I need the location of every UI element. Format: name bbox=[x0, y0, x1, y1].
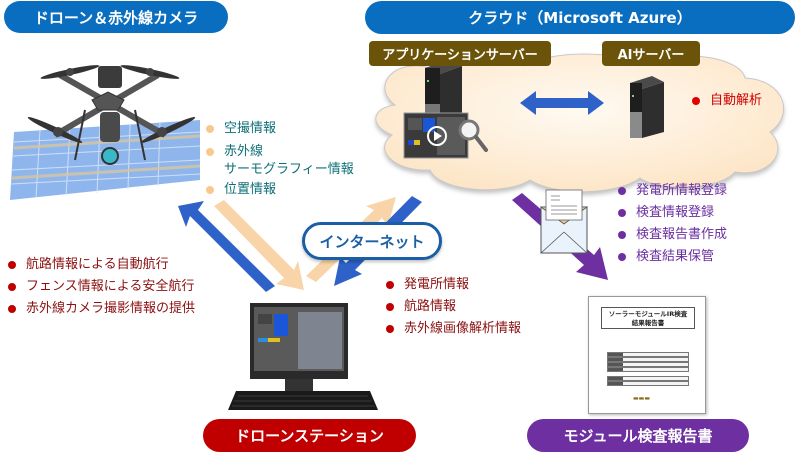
bullet-icon bbox=[618, 231, 626, 239]
table-row bbox=[607, 362, 689, 367]
bullet-icon bbox=[386, 281, 394, 289]
list-item: 検査報告書作成 bbox=[616, 224, 727, 246]
report-document-title: ソーラーモジュールIR検査 結果報告書 bbox=[601, 307, 695, 329]
list-item: フェンス情報による安全航行 bbox=[6, 276, 195, 298]
list-item: 航路情報による自動航行 bbox=[6, 254, 195, 276]
list-item: 赤外線画像解析情報 bbox=[384, 318, 521, 340]
company-logo: ▬▬▬ bbox=[633, 395, 651, 402]
computer-monitor-icon bbox=[250, 303, 348, 391]
table-row bbox=[607, 367, 689, 372]
list-item: 発電所情報登録 bbox=[616, 180, 727, 202]
arrow-station-to-drone bbox=[178, 201, 275, 292]
list-item: 空撮情報 bbox=[204, 118, 354, 140]
table-row bbox=[607, 357, 689, 362]
ai-server-function-list: 自動解析 bbox=[690, 90, 762, 112]
list-item: 赤外線サーモグラフィー情報 bbox=[204, 140, 354, 179]
table-row bbox=[607, 352, 689, 357]
internet-label: インターネット bbox=[302, 222, 442, 260]
list-item: 検査情報登録 bbox=[616, 202, 727, 224]
list-item: 赤外線カメラ撮影情報の提供 bbox=[6, 298, 195, 320]
bullet-icon bbox=[206, 125, 214, 133]
station-to-drone-list: 航路情報による自動航行 フェンス情報による安全航行 赤外線カメラ撮影情報の提供 bbox=[6, 254, 195, 320]
bullet-icon bbox=[618, 253, 626, 261]
keyboard-icon bbox=[228, 391, 378, 410]
bullet-icon bbox=[8, 305, 16, 313]
drone-section-title: ドローン＆赤外線カメラ bbox=[4, 1, 228, 33]
report-document-icon: ソーラーモジュールIR検査 結果報告書 ▬▬▬ bbox=[588, 296, 706, 414]
magnifier-icon bbox=[458, 119, 488, 152]
cloud-report-functions-list: 発電所情報登録 検査情報登録 検査報告書作成 検査結果保管 bbox=[616, 180, 727, 268]
list-item: 位置情報 bbox=[204, 179, 354, 201]
cloud-to-station-list: 発電所情報 航路情報 赤外線画像解析情報 bbox=[384, 274, 521, 340]
drone-icon bbox=[27, 65, 196, 165]
list-item: 発電所情報 bbox=[384, 274, 521, 296]
list-item: 自動解析 bbox=[690, 90, 762, 112]
drone-station-title: ドローンステーション bbox=[203, 419, 416, 452]
arrow-drone-to-station bbox=[214, 200, 304, 290]
bullet-icon bbox=[692, 97, 700, 105]
table-row bbox=[607, 381, 689, 386]
app-server-label: アプリケーションサーバー bbox=[369, 41, 551, 66]
bidirectional-arrow bbox=[520, 91, 604, 115]
bullet-icon bbox=[206, 148, 214, 156]
bullet-icon bbox=[8, 261, 16, 269]
bullet-icon bbox=[618, 209, 626, 217]
app-screenshot-icon bbox=[403, 112, 469, 159]
ai-server-label: AIサーバー bbox=[602, 41, 700, 66]
cloud-section-title: クラウド（Microsoft Azure） bbox=[365, 1, 795, 34]
table-row bbox=[607, 376, 689, 381]
bullet-icon bbox=[206, 186, 214, 194]
bullet-icon bbox=[386, 303, 394, 311]
envelope-icon bbox=[539, 189, 589, 254]
ai-server-icon bbox=[630, 76, 664, 138]
bullet-icon bbox=[386, 325, 394, 333]
list-item: 航路情報 bbox=[384, 296, 521, 318]
bullet-icon bbox=[618, 187, 626, 195]
report-section-title: モジュール検査報告書 bbox=[527, 419, 749, 452]
drone-data-list: 空撮情報 赤外線サーモグラフィー情報 位置情報 bbox=[204, 118, 354, 201]
list-item: 検査結果保管 bbox=[616, 246, 727, 268]
bullet-icon bbox=[8, 283, 16, 291]
report-summary-table bbox=[607, 352, 689, 386]
